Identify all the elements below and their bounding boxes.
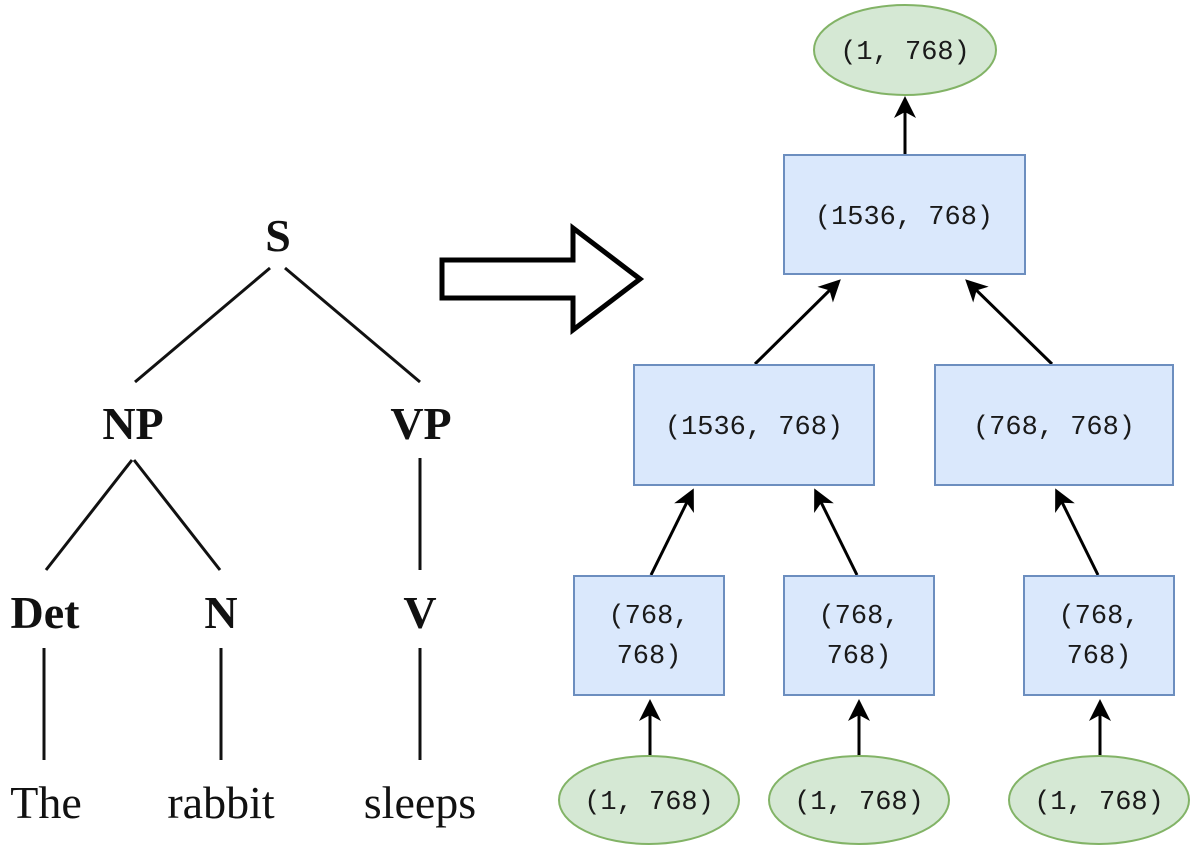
input-node-the <box>558 755 740 845</box>
input-node-sleeps-label: (1, 768) <box>1034 788 1164 818</box>
tree-node-det: Det <box>11 587 81 638</box>
arrow-vp-to-root <box>965 279 1054 366</box>
vp-layer-label: (768, 768) <box>973 413 1135 443</box>
output-node-label: (1, 768) <box>840 38 970 68</box>
tree-node-v: V <box>403 587 436 638</box>
arrow-np-to-root <box>753 279 841 366</box>
vp-layer-box <box>934 364 1174 486</box>
input-node-the-label: (1, 768) <box>584 788 714 818</box>
the-layer-label-line1: (768, <box>608 602 689 632</box>
network-diagram: (1, 768) (1536, 768) (1536, 768) (768, 7… <box>558 4 1190 845</box>
rabbit-layer-label-line1: (768, <box>818 602 899 632</box>
the-layer-box <box>573 575 725 696</box>
arrow-sleeps-layer-to-vp <box>1055 488 1100 576</box>
np-layer-label: (1536, 768) <box>665 413 843 443</box>
rabbit-layer-box <box>783 575 935 696</box>
edge-np-n <box>132 459 222 571</box>
rabbit-layer-label-line2: 768) <box>827 642 892 672</box>
tree-node-vp: VP <box>390 398 451 449</box>
edge-s-np <box>134 266 271 384</box>
arrow-the-layer-to-np <box>649 488 694 576</box>
sleeps-layer-label-line2: 768) <box>1067 642 1132 672</box>
tree-word-sleeps: sleeps <box>364 777 476 828</box>
input-node-rabbit-label: (1, 768) <box>794 788 924 818</box>
arrow-rabbit-layer-to-np <box>814 488 859 576</box>
edge-s-vp <box>284 266 421 384</box>
output-node <box>813 4 997 96</box>
input-node-rabbit <box>768 755 950 845</box>
root-layer-label: (1536, 768) <box>815 203 993 233</box>
the-layer-label-line2: 768) <box>617 642 682 672</box>
root-layer-box <box>783 154 1026 275</box>
tree-node-np: NP <box>102 398 163 449</box>
edge-np-det <box>44 459 134 571</box>
tree-word-the: The <box>10 777 82 828</box>
np-layer-box <box>633 364 875 486</box>
tree-word-rabbit: rabbit <box>167 777 275 828</box>
input-node-sleeps <box>1008 755 1190 845</box>
sleeps-layer-box <box>1023 575 1175 696</box>
parse-tree: S NP VP Det N V The rabbit sleeps <box>10 210 476 828</box>
transform-arrow-icon <box>439 222 645 336</box>
tree-node-s: S <box>265 210 291 261</box>
tree-node-n: N <box>204 587 237 638</box>
sleeps-layer-label-line1: (768, <box>1058 602 1139 632</box>
